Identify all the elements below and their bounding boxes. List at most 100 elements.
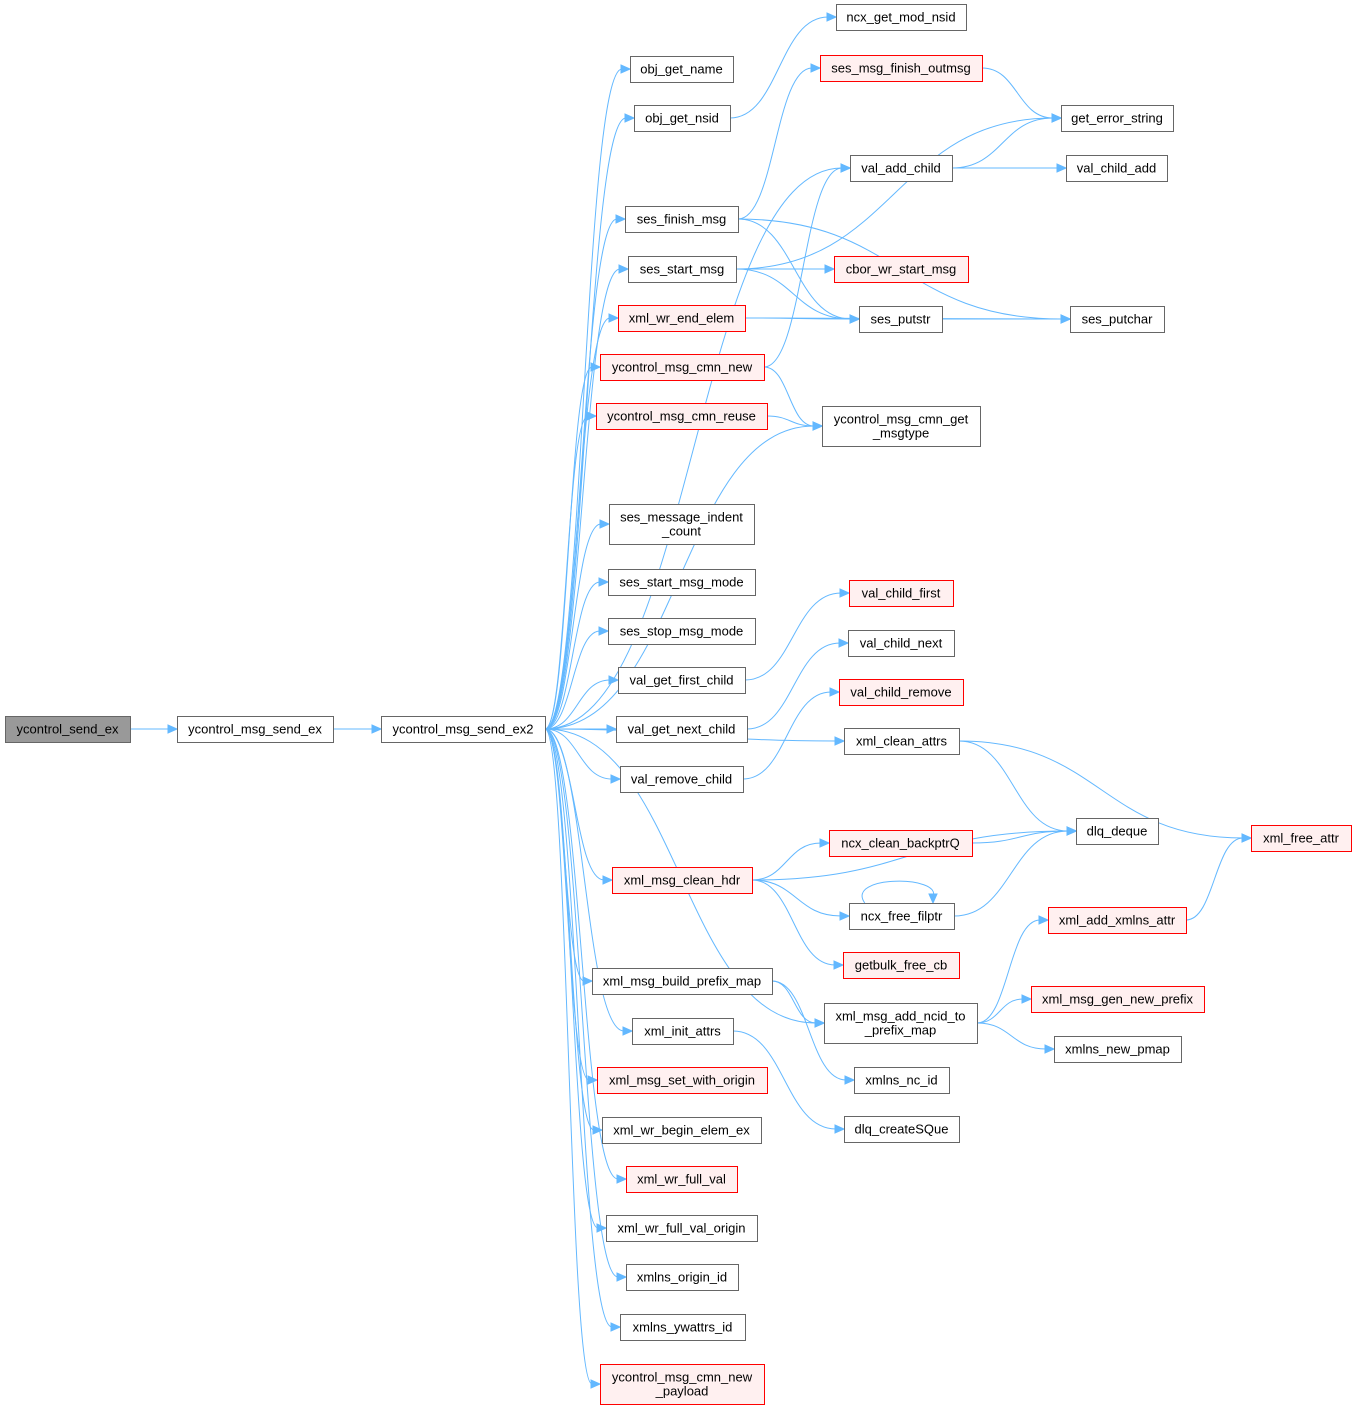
node-xml_msg_build_prefix_map[interactable]: xml_msg_build_prefix_map (592, 968, 773, 995)
node-obj_get_name[interactable]: obj_get_name (630, 56, 734, 83)
node-xml_free_attr[interactable]: xml_free_attr (1251, 825, 1352, 852)
node-ycontrol_msg_cmn_new[interactable]: ycontrol_msg_cmn_new (600, 354, 765, 381)
node-box[interactable] (1251, 825, 1352, 852)
node-ses_start_msg_mode[interactable]: ses_start_msg_mode (608, 569, 756, 596)
node-get_error_string[interactable]: get_error_string (1061, 105, 1174, 132)
node-box[interactable] (628, 256, 737, 283)
node-val_get_first_child[interactable]: val_get_first_child (618, 667, 746, 694)
node-ses_finish_msg[interactable]: ses_finish_msg (625, 206, 739, 233)
node-box[interactable] (1066, 155, 1168, 182)
node-ncx_free_filptr[interactable]: ncx_free_filptr (849, 903, 955, 930)
node-ycontrol_msg_send_ex[interactable]: ycontrol_msg_send_ex (177, 716, 334, 743)
node-box[interactable] (620, 1314, 746, 1341)
node-ses_msg_finish_outmsg[interactable]: ses_msg_finish_outmsg (820, 55, 983, 82)
node-xml_wr_full_val[interactable]: xml_wr_full_val (626, 1166, 738, 1193)
node-val_child_remove[interactable]: val_child_remove (839, 679, 964, 706)
node-cbor_wr_start_msg[interactable]: cbor_wr_start_msg (834, 256, 969, 283)
node-ycontrol_msg_cmn_get_msgtype[interactable]: ycontrol_msg_cmn_get_msgtype (822, 406, 981, 447)
node-xml_msg_add_ncid_to_prefix_map[interactable]: xml_msg_add_ncid_to_prefix_map (824, 1003, 978, 1044)
node-xml_wr_end_elem[interactable]: xml_wr_end_elem (618, 305, 746, 332)
node-val_remove_child[interactable]: val_remove_child (620, 766, 744, 793)
node-xml_init_attrs[interactable]: xml_init_attrs (632, 1018, 734, 1045)
node-obj_get_nsid[interactable]: obj_get_nsid (634, 105, 731, 132)
node-box[interactable] (820, 55, 983, 82)
node-box[interactable] (834, 256, 969, 283)
node-box[interactable] (626, 1166, 738, 1193)
node-ses_putchar[interactable]: ses_putchar (1070, 306, 1165, 333)
node-val_child_first[interactable]: val_child_first (849, 580, 954, 607)
node-box[interactable] (625, 206, 739, 233)
node-box[interactable] (848, 630, 955, 657)
node-box[interactable] (1061, 105, 1174, 132)
node-box[interactable] (849, 580, 954, 607)
node-box[interactable] (602, 1117, 762, 1144)
node-box[interactable] (630, 56, 734, 83)
node-getbulk_free_cb[interactable]: getbulk_free_cb (843, 952, 960, 979)
node-box[interactable] (177, 716, 334, 743)
node-xmlns_nc_id[interactable]: xmlns_nc_id (854, 1067, 950, 1094)
node-xmlns_origin_id[interactable]: xmlns_origin_id (626, 1264, 739, 1291)
node-val_child_add[interactable]: val_child_add (1066, 155, 1168, 182)
node-box[interactable] (843, 952, 960, 979)
node-val_add_child[interactable]: val_add_child (850, 155, 953, 182)
node-box[interactable] (596, 403, 768, 430)
node-xml_wr_full_val_origin[interactable]: xml_wr_full_val_origin (606, 1215, 758, 1242)
node-box[interactable] (844, 1116, 960, 1143)
node-box[interactable] (859, 306, 943, 333)
node-ycontrol_msg_cmn_reuse[interactable]: ycontrol_msg_cmn_reuse (596, 403, 768, 430)
node-xml_msg_set_with_origin[interactable]: xml_msg_set_with_origin (597, 1067, 768, 1094)
node-box[interactable] (1076, 818, 1159, 845)
node-box[interactable] (606, 1215, 758, 1242)
node-ses_start_msg[interactable]: ses_start_msg (628, 256, 737, 283)
node-box[interactable] (5, 716, 131, 743)
node-box[interactable] (609, 504, 755, 545)
node-val_child_next[interactable]: val_child_next (848, 630, 955, 657)
node-ycontrol_msg_cmn_new_payload[interactable]: ycontrol_msg_cmn_new_payload (600, 1364, 765, 1405)
node-box[interactable] (616, 716, 748, 743)
node-ncx_clean_backptrQ[interactable]: ncx_clean_backptrQ (829, 830, 973, 857)
node-box[interactable] (824, 1003, 978, 1044)
node-box[interactable] (600, 1364, 765, 1405)
node-box[interactable] (381, 716, 546, 743)
node-box[interactable] (632, 1018, 734, 1045)
node-box[interactable] (839, 679, 964, 706)
node-box[interactable] (1048, 907, 1187, 934)
node-ses_message_indent_count[interactable]: ses_message_indent_count (609, 504, 755, 545)
node-box[interactable] (618, 667, 746, 694)
node-box[interactable] (592, 968, 773, 995)
node-box[interactable] (600, 354, 765, 381)
node-box[interactable] (854, 1067, 950, 1094)
node-xmlns_ywattrs_id[interactable]: xmlns_ywattrs_id (620, 1314, 746, 1341)
node-box[interactable] (836, 4, 967, 31)
node-xml_msg_clean_hdr[interactable]: xml_msg_clean_hdr (612, 867, 753, 894)
node-ycontrol_msg_send_ex2[interactable]: ycontrol_msg_send_ex2 (381, 716, 546, 743)
node-box[interactable] (822, 406, 981, 447)
node-xml_add_xmlns_attr[interactable]: xml_add_xmlns_attr (1048, 907, 1187, 934)
node-ses_putstr[interactable]: ses_putstr (859, 306, 943, 333)
node-box[interactable] (620, 766, 744, 793)
node-box[interactable] (626, 1264, 739, 1291)
node-xml_clean_attrs[interactable]: xml_clean_attrs (844, 728, 960, 755)
node-xml_msg_gen_new_prefix[interactable]: xml_msg_gen_new_prefix (1031, 986, 1205, 1013)
node-box[interactable] (1031, 986, 1205, 1013)
node-box[interactable] (829, 830, 973, 857)
node-xml_wr_begin_elem_ex[interactable]: xml_wr_begin_elem_ex (602, 1117, 762, 1144)
node-box[interactable] (612, 867, 753, 894)
node-ycontrol_send_ex[interactable]: ycontrol_send_ex (5, 716, 131, 743)
node-ses_stop_msg_mode[interactable]: ses_stop_msg_mode (608, 618, 756, 645)
node-box[interactable] (850, 155, 953, 182)
node-box[interactable] (844, 728, 960, 755)
node-box[interactable] (608, 569, 756, 596)
node-box[interactable] (849, 903, 955, 930)
node-ncx_get_mod_nsid[interactable]: ncx_get_mod_nsid (836, 4, 967, 31)
node-xmlns_new_pmap[interactable]: xmlns_new_pmap (1054, 1036, 1182, 1063)
node-box[interactable] (618, 305, 746, 332)
node-dlq_deque[interactable]: dlq_deque (1076, 818, 1159, 845)
node-box[interactable] (634, 105, 731, 132)
node-box[interactable] (1054, 1036, 1182, 1063)
node-box[interactable] (1070, 306, 1165, 333)
node-box[interactable] (608, 618, 756, 645)
node-dlq_createSQue[interactable]: dlq_createSQue (844, 1116, 960, 1143)
node-box[interactable] (597, 1067, 768, 1094)
node-val_get_next_child[interactable]: val_get_next_child (616, 716, 748, 743)
